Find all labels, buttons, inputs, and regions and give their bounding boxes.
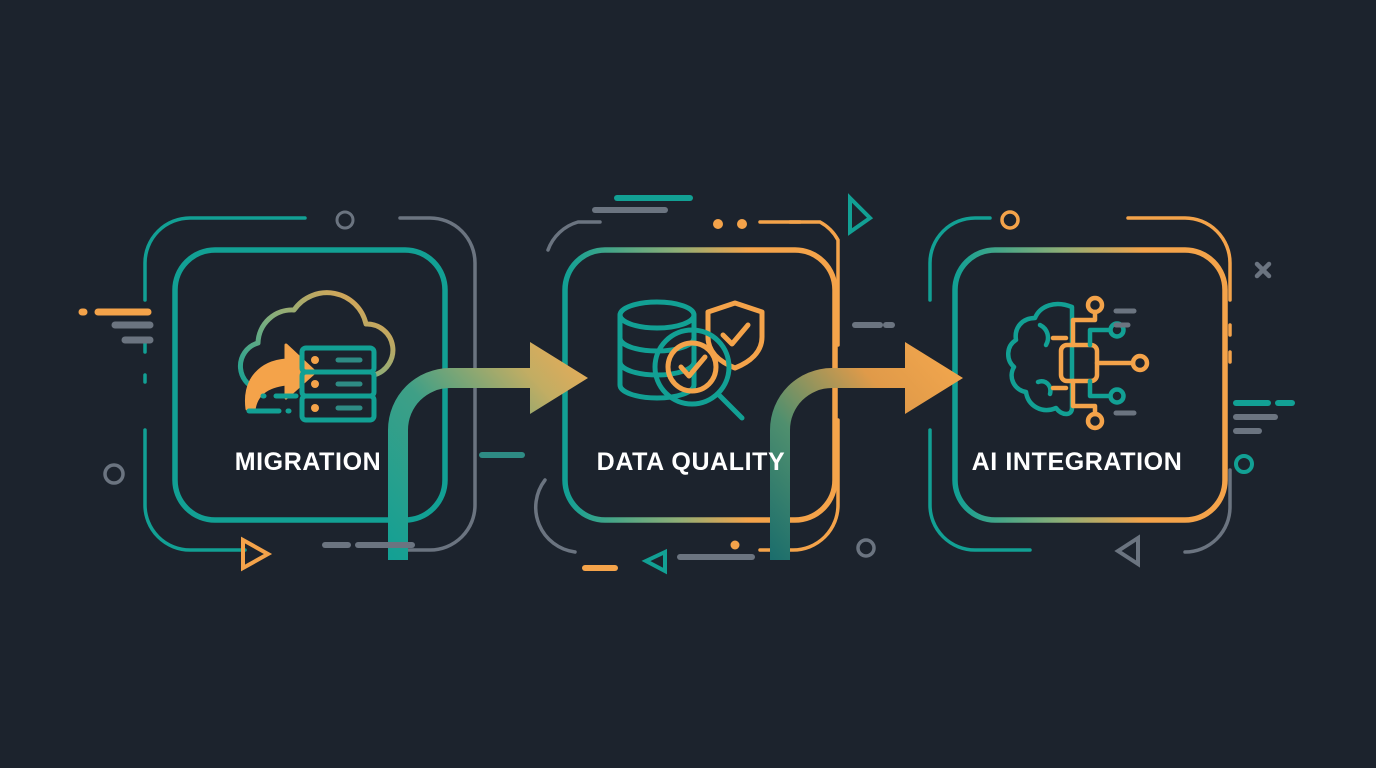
play-triangle-orange bbox=[241, 536, 273, 572]
circle-marker-gray bbox=[335, 210, 355, 230]
decorations-bottom bbox=[241, 452, 1140, 575]
card-border-ai-integration bbox=[952, 247, 1228, 523]
connector-data-quality-to-ai-integration bbox=[770, 342, 963, 560]
circle-marker-gray bbox=[856, 538, 876, 558]
circle-marker-gray bbox=[103, 463, 125, 485]
outer-frame-card-3 bbox=[928, 210, 1232, 554]
outer-frame-card-2 bbox=[534, 219, 840, 554]
step-label-ai-integration: AI INTEGRATION bbox=[971, 448, 1183, 476]
brain-circuit-chip-icon bbox=[1006, 295, 1150, 431]
decorations-left bbox=[78, 308, 154, 485]
connector-migration-to-data-quality bbox=[388, 342, 588, 560]
step-label-data-quality: DATA QUALITY bbox=[596, 448, 786, 476]
play-triangle-teal bbox=[641, 548, 667, 575]
decorations-right bbox=[1233, 261, 1295, 474]
step-label-migration: MIGRATION bbox=[234, 448, 382, 476]
database-shield-magnifier-icon bbox=[617, 299, 765, 421]
cloud-migration-server-icon bbox=[237, 290, 396, 423]
play-triangle-teal bbox=[848, 193, 874, 236]
play-triangle-gray bbox=[1114, 534, 1140, 568]
decorations-top bbox=[592, 193, 895, 328]
circle-marker-teal bbox=[1234, 454, 1254, 474]
circle-marker-orange bbox=[1000, 210, 1020, 230]
x-mark-gray bbox=[1254, 261, 1272, 279]
